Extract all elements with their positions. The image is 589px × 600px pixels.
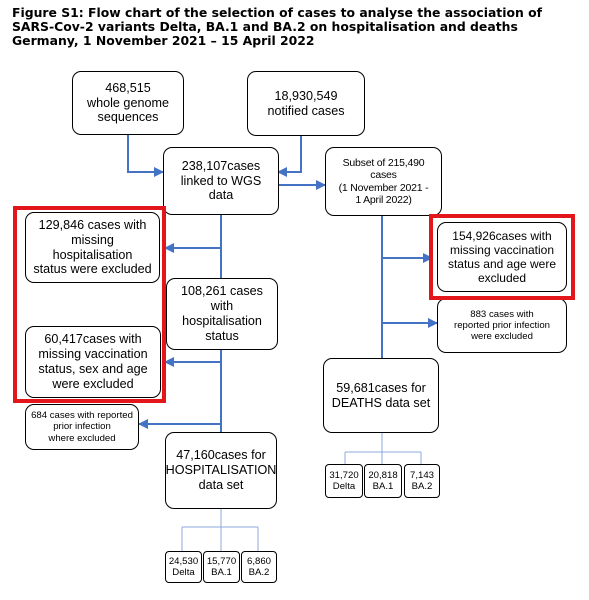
leaf-hosp-ba1: 15,770 BA.1 [203,551,240,583]
leaf-deaths-delta-text: 31,720 Delta [329,469,359,492]
node-whole-genome-sequences: 468,515 whole genome sequences [72,71,184,135]
figure-title: Figure S1: Flow chart of the selection o… [12,5,543,48]
node-excluded-prior-infection-hosp-text: 684 cases with reported prior infection … [31,410,133,444]
leaf-hosp-delta: 24,530 Delta [165,551,202,583]
node-excluded-missing-vacc-age-text: 154,926cases with missing vaccination st… [447,228,557,286]
node-excluded-missing-vacc-sex-age: 60,417cases with missing vaccination sta… [25,326,161,398]
node-hospitalisation-status: 108,261 cases with hospitalisation statu… [166,278,278,350]
leaf-hosp-ba1-text: 15,770 BA.1 [206,555,237,578]
node-excluded-missing-hospitalisation: 129,846 cases with missing hospitalisati… [25,212,160,283]
arrow-notified-to-linked [277,136,302,177]
node-excluded-prior-infection-death: 883 cases with reported prior infection … [437,298,567,353]
leaf-hosp-delta-text: 24,530 Delta [168,555,199,578]
arrow-wgs-to-linked [127,135,164,177]
node-hospitalisation-status-text: 108,261 cases with hospitalisation statu… [181,284,263,343]
node-linked-to-wgs-text: 238,107cases linked to WGS data [180,158,262,203]
node-notified-cases-text: 18,930,549 notified cases [267,88,345,118]
node-excluded-missing-hospitalisation-text: 129,846 cases with missing hospitalisati… [33,217,152,277]
leaf-deaths-delta: 31,720 Delta [325,464,363,498]
node-deaths-dataset-text: 59,681cases for DEATHS data set [331,380,431,410]
leaf-deaths-ba2-text: 7,143 BA.2 [409,469,434,492]
leaf-hosp-ba2: 6,860 BA.2 [241,551,277,583]
node-excluded-missing-vacc-age: 154,926cases with missing vaccination st… [437,222,567,292]
node-notified-cases: 18,930,549 notified cases [247,71,365,136]
node-hospitalisation-dataset-text: 47,160cases for HOSPITALISATION data set [165,448,277,492]
leaf-hosp-ba2-text: 6,860 BA.2 [246,555,271,578]
node-whole-genome-sequences-text: 468,515 whole genome sequences [87,80,169,125]
leaf-deaths-ba2: 7,143 BA.2 [404,464,440,498]
node-subset-cases: Subset of 215,490 cases (1 November 2021… [325,147,442,216]
highlight-frame-right [429,214,575,300]
leaf-deaths-ba1: 20,818 BA.1 [364,464,402,498]
node-excluded-prior-infection-hosp: 684 cases with reported prior infection … [25,404,139,450]
leaf-deaths-ba1-text: 20,818 BA.1 [368,469,398,492]
node-subset-cases-text: Subset of 215,490 cases (1 November 2021… [338,156,429,206]
highlight-frame-left [13,206,166,403]
node-excluded-prior-infection-death-text: 883 cases with reported prior infection … [454,308,550,343]
node-hospitalisation-dataset: 47,160cases for HOSPITALISATION data set [165,432,277,509]
node-excluded-missing-vacc-sex-age-text: 60,417cases with missing vaccination sta… [38,332,148,391]
node-linked-to-wgs: 238,107cases linked to WGS data [163,147,279,215]
node-deaths-dataset: 59,681cases for DEATHS data set [323,358,439,433]
